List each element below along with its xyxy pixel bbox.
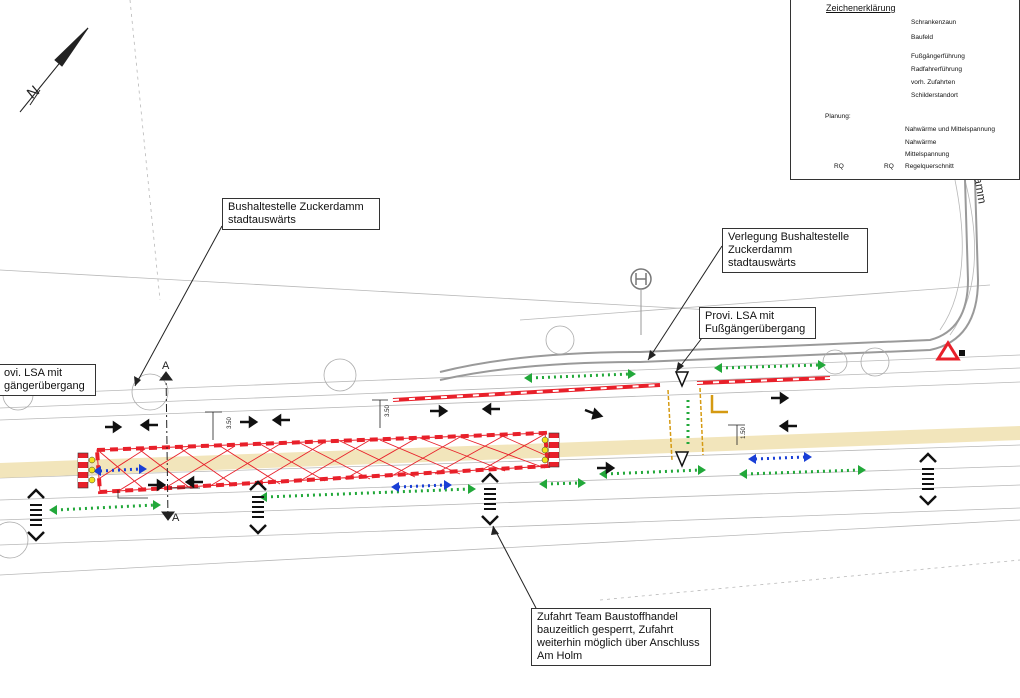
legend-label-barrier: Schrankenzaun (911, 19, 957, 26)
side-road (439, 179, 980, 381)
callout-bus-stop-relocation: Verlegung Bushaltestelle Zuckerdamm stad… (722, 228, 868, 273)
callout-leaders (134, 225, 723, 609)
utility-corridor (0, 426, 1020, 478)
bus-stop-icon (630, 268, 652, 335)
section-marker-top: A (162, 360, 170, 372)
legend-label-access: vorh. Zufahrten (911, 79, 956, 86)
warning-sign-icon (935, 340, 965, 361)
legend-planning-title: Planung: (825, 113, 851, 120)
legend-label-cross-section: Regelquerschnitt (905, 163, 954, 170)
legend-label-sign-location: Schilderstandort (911, 92, 958, 99)
dimension-label-2: 3.50 (384, 405, 391, 417)
existing-access-icons (27, 452, 937, 542)
dimension-lines (117, 399, 745, 499)
legend-rq-right: RQ (884, 163, 894, 170)
section-lines (159, 371, 175, 521)
legend-label-construction-field: Baufeld (911, 34, 934, 41)
legend-label-medium-voltage: Mittelspannung (905, 151, 950, 158)
legend-label-heat: Nahwärme (905, 139, 937, 146)
legend-label-pedestrian: Fußgängerführung (911, 53, 965, 60)
callout-lsa-right: Provi. LSA mit Fußgängerübergang (699, 307, 816, 339)
traffic-arrows (105, 391, 797, 492)
barrier-fences (392, 376, 831, 402)
construction-field (94, 430, 551, 495)
pedestrian-routes (54, 363, 861, 512)
legend-rq-left: RQ (834, 163, 844, 170)
traffic-lights (77, 371, 690, 489)
dimension-label-3: 1.50 (740, 427, 747, 439)
cyclist-routes (99, 455, 806, 489)
cyclist-arrowheads (93, 452, 812, 492)
callout-access-closed: Zufahrt Team Baustoffhandel bauzeitlich … (531, 608, 711, 666)
pedestrian-arrowheads (49, 360, 866, 515)
callout-arrowheads (134, 350, 684, 535)
legend-title: Zeichenerklärung (826, 3, 896, 13)
legend-label-cyclist: Radfahrerführung (911, 66, 962, 73)
callout-bus-stop: Bushaltestelle Zuckerdamm stadtauswärts (222, 198, 380, 230)
callout-lsa-left: ovi. LSA mit gängerübergang (0, 364, 96, 396)
lsa-crossing (667, 387, 728, 461)
legend: Zeichenerklärung Schrankenzaun Baufeld F… (790, 0, 1020, 180)
legend-label-heat-and-medium-voltage: Nahwärme und Mittelspannung (905, 126, 995, 133)
dimension-label-1: 3.50 (226, 417, 233, 429)
north-arrow (19, 27, 89, 113)
section-marker-bottom: A (172, 512, 180, 524)
